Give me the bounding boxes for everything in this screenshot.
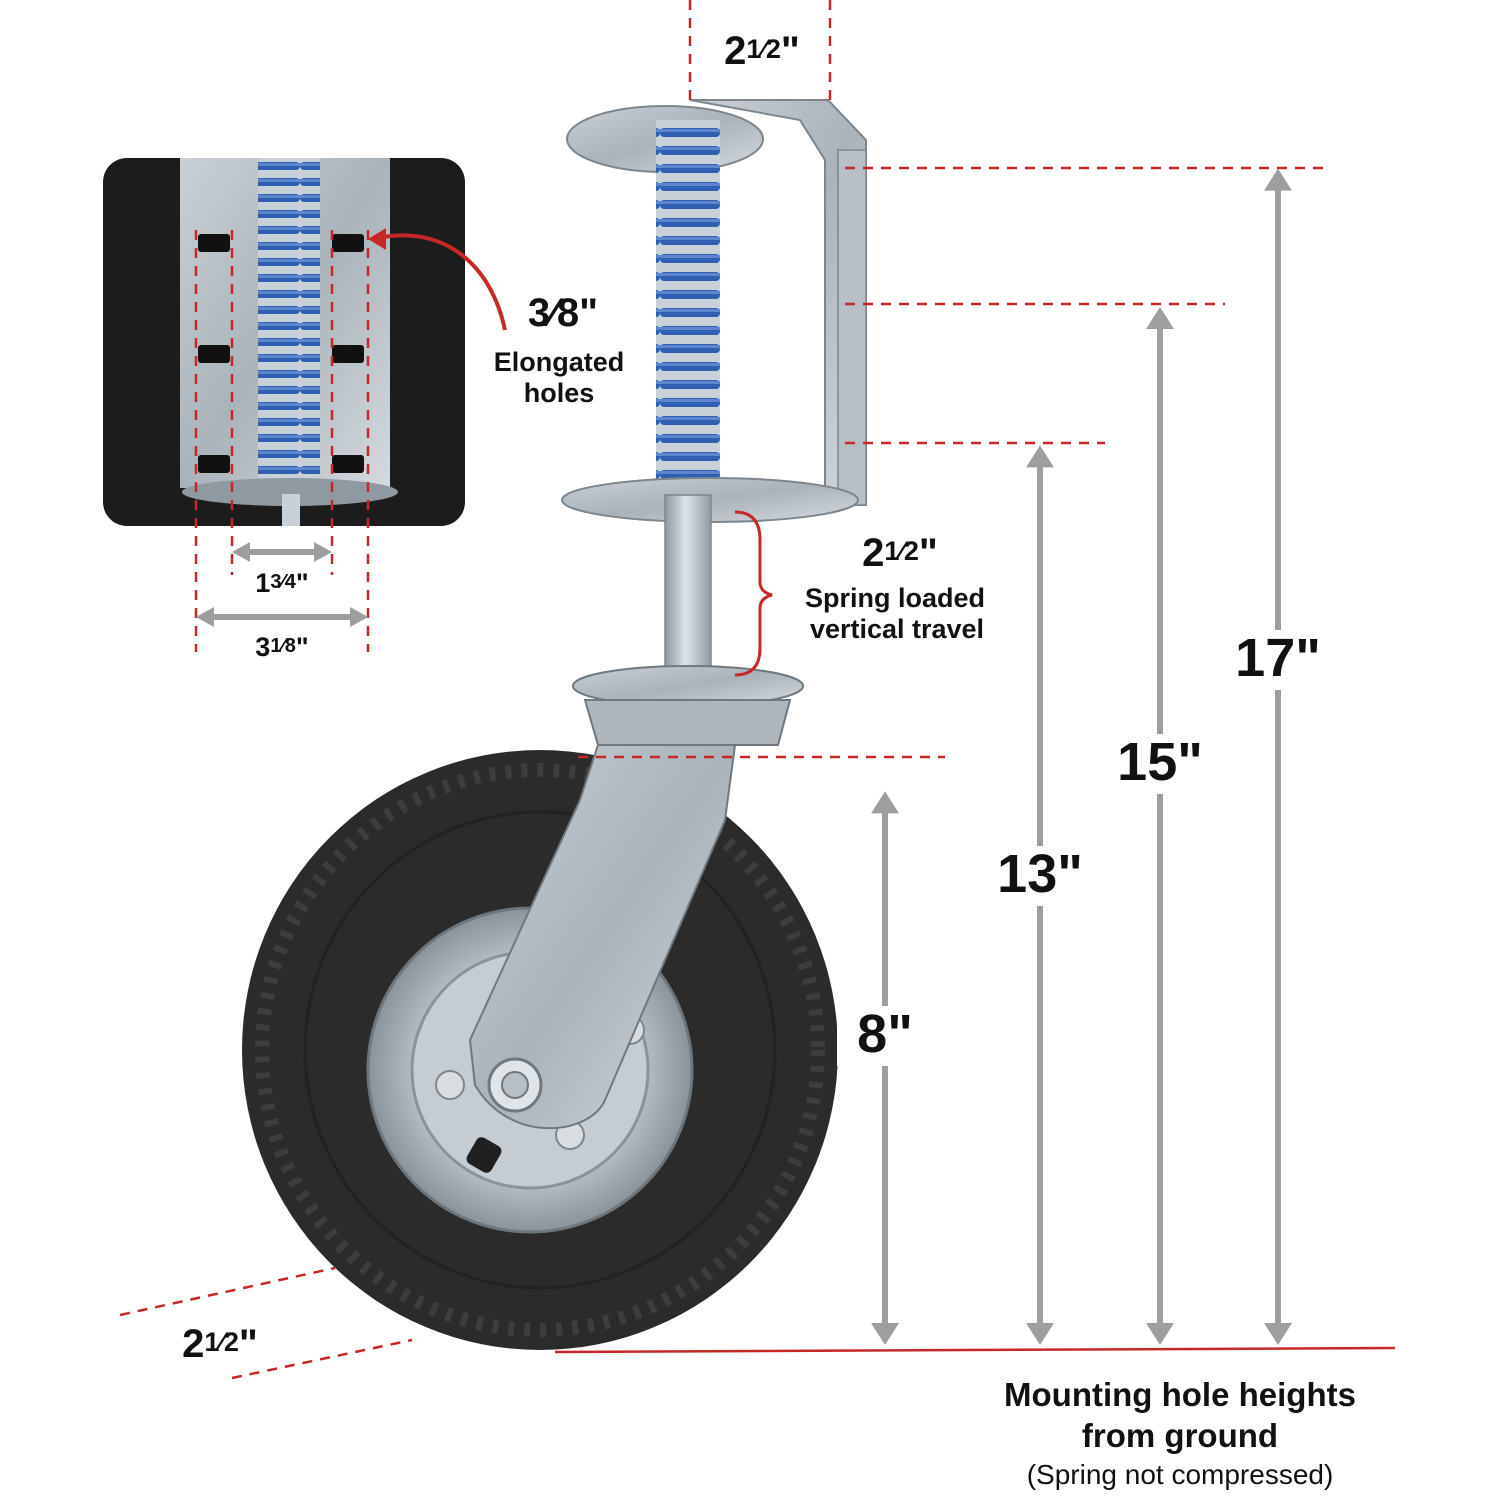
height-label-backdrop: [1230, 630, 1326, 690]
rim-bolt: [435, 1070, 465, 1100]
mounting-plate-inset: [103, 158, 507, 652]
inset-washer: [182, 478, 398, 506]
swivel-housing: [583, 699, 792, 746]
height-label-8: 8": [857, 1004, 913, 1064]
hole: [332, 345, 364, 363]
footer-line2: from ground: [1082, 1417, 1278, 1454]
height-label-backdrop: [837, 1006, 933, 1066]
height-label-17: 17": [1235, 628, 1321, 688]
hole-callout-arrowhead: [368, 228, 386, 250]
travel-caption-line2: vertical travel: [810, 614, 984, 644]
height-arrow-17: [1264, 168, 1292, 1345]
hole-caption-line1: Elongated: [494, 347, 625, 377]
inset-spring: [258, 158, 320, 503]
axle-bolt: [501, 1071, 529, 1099]
travel-caption-line1: Spring loaded: [805, 583, 985, 613]
bracket-side: [837, 149, 867, 506]
travel-value-label: 21⁄2": [862, 531, 938, 575]
wheel-width-label: 21⁄2": [182, 1322, 258, 1366]
height-label-backdrop: [992, 846, 1088, 906]
inset-holes: [198, 234, 364, 473]
fork-arm: [468, 744, 737, 1130]
height-label-15: 15": [1117, 732, 1203, 792]
hole: [332, 234, 364, 252]
height-arrows: [837, 168, 1326, 1345]
tire-sidewall: [303, 810, 777, 1290]
ground-line: [554, 1346, 1396, 1354]
shaft: [664, 494, 712, 686]
outer-spacing-label: 31⁄8": [255, 632, 308, 662]
outer-spacing-arrow: [196, 607, 368, 627]
hole: [198, 345, 230, 363]
inset-shaft: [282, 494, 300, 526]
wheel-width-guide: [231, 1338, 413, 1380]
footer-line1: Mounting hole heights: [1004, 1376, 1356, 1413]
hole-callout-arrow: [377, 233, 507, 331]
hole: [332, 455, 364, 473]
top-width-label: 21⁄2": [724, 29, 800, 73]
height-arrow-15: [1146, 307, 1174, 1345]
hole-size-label: 3⁄8": [528, 291, 598, 335]
hole-caption-line2: holes: [524, 378, 595, 408]
inner-spacing-arrow: [232, 542, 332, 562]
spring: [656, 120, 720, 488]
hole: [198, 455, 230, 473]
valve-stem: [466, 1137, 502, 1173]
height-label-backdrop: [1112, 734, 1208, 794]
height-label-13: 13": [997, 844, 1083, 904]
footer-note: (Spring not compressed): [1027, 1459, 1334, 1490]
gate-caster: [242, 99, 867, 1350]
travel-bracket: [734, 510, 773, 677]
wheel-width-guide: [119, 1266, 336, 1317]
height-arrow-8: [871, 791, 899, 1345]
tire-tread: [255, 763, 825, 1337]
hole: [198, 234, 230, 252]
dimension-lines: [119, 0, 1396, 1380]
inner-spacing-label: 13⁄4": [255, 568, 308, 598]
